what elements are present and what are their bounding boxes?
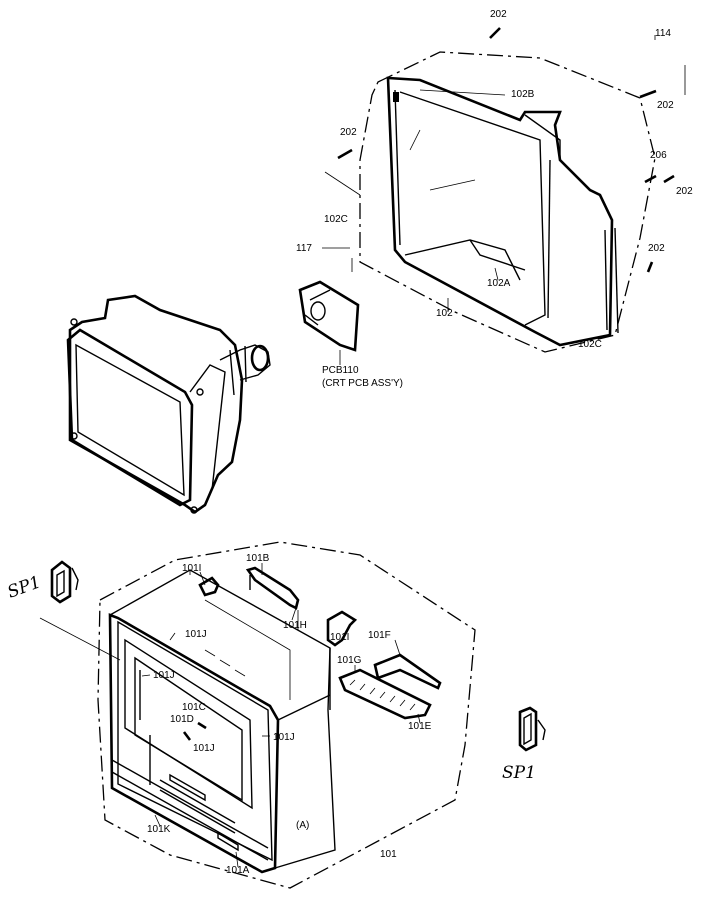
label-202-right: 202 [676, 186, 693, 197]
label-a: (A) [296, 820, 309, 831]
front-bezel-outline [108, 613, 280, 874]
label-102a: 102A [487, 278, 511, 289]
label-101i-lower: 101I [330, 632, 349, 643]
label-102b: 102B [511, 89, 535, 100]
label-102c-left: 102C [324, 214, 348, 225]
crt-picture-tube [66, 294, 271, 514]
screw-202-upper-right [639, 89, 657, 99]
label-114: 114 [655, 28, 671, 39]
front-cabinet-group [39, 541, 476, 889]
label-101j-right: 101J [273, 732, 295, 743]
label-101c: 101C [182, 702, 206, 713]
label-top-screw: 202 [490, 9, 507, 20]
part-101i-lower [326, 610, 358, 647]
screw-202-right [663, 174, 675, 184]
label-117: 117 [296, 243, 312, 254]
label-101i-upper: 101I [182, 563, 201, 574]
label-101b: 101B [246, 553, 270, 564]
rear-cabinet-outline [386, 76, 614, 347]
label-101e: 101E [408, 721, 432, 732]
label-102: 102 [436, 308, 453, 319]
label-101: 101 [380, 849, 397, 860]
rear-cabinet-group [322, 27, 686, 353]
label-crt-pcb-assy: (CRT PCB ASS'Y) [322, 378, 403, 389]
label-202-upper-right: 202 [657, 100, 674, 111]
part-101b-bracket [245, 566, 300, 610]
screw-206 [644, 174, 657, 184]
label-101j-center: 101J [193, 743, 215, 754]
label-101g: 101G [337, 655, 362, 666]
screw-202-lower-right [646, 261, 654, 273]
part-101d-screw [182, 731, 192, 741]
label-101f: 101F [368, 630, 391, 641]
part-101c-clip [197, 721, 207, 730]
label-202-left: 202 [340, 127, 357, 138]
screw-top [489, 27, 501, 39]
label-206: 206 [650, 150, 667, 161]
label-sp1-left: SP1 [5, 572, 44, 602]
label-101j-top: 101J [185, 629, 207, 640]
label-101k: 101K [147, 824, 171, 835]
label-202-lower-right: 202 [648, 243, 665, 254]
part-101g-buttons [338, 668, 432, 720]
leader-lines [141, 35, 656, 868]
part-labels: 202 114 202 102B 202 206 202 102C 202 11… [5, 9, 693, 876]
label-pcb110: PCB110 [322, 365, 359, 376]
label-101j-left: 101J [153, 670, 175, 681]
speaker-left [50, 560, 79, 604]
label-101a: 101A [226, 865, 250, 876]
label-101d: 101D [170, 714, 194, 725]
label-101h: 101H [283, 620, 307, 631]
crt-pcb-assembly [298, 280, 360, 352]
front-cabinet-boundary [97, 541, 476, 889]
part-101i-upper [198, 576, 220, 597]
speaker-right [518, 706, 546, 752]
label-102c-right: 102C [578, 339, 602, 350]
screw-202-left [337, 148, 353, 160]
rear-cabinet-boundary [359, 51, 656, 353]
label-sp1-right: SP1 [502, 763, 536, 783]
